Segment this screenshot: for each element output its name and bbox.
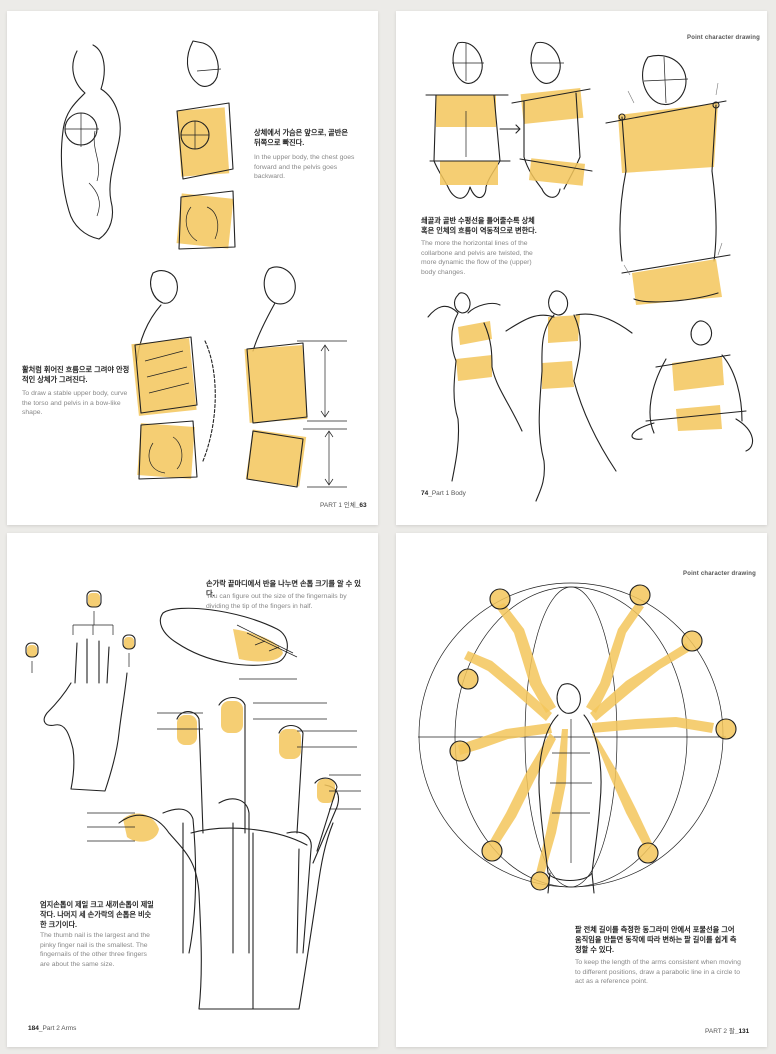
- folio-number: _131: [734, 1028, 750, 1035]
- folio-part: _Part 2 Arms: [38, 1025, 77, 1032]
- caption-ko-chest-pelvis: 상체에서 가슴은 앞으로, 골반은 뒤쪽으로 빠진다.: [254, 128, 348, 147]
- book-page-arm-circle: Point character drawing: [396, 533, 767, 1047]
- caption-en-nail-size: You can figure out the size of the finge…: [206, 593, 347, 610]
- caption-ko-arm-length: 팔 전체 길이를 측정한 동그라미 안에서 포물선을 그어 움직임을 만들면 동…: [575, 925, 737, 954]
- caption-en-twist: The more the horizontal lines of the col…: [421, 240, 533, 276]
- page-number: 184_Part 2 Arms: [28, 1025, 76, 1032]
- page-number: 74_Part 1 Body: [421, 490, 466, 497]
- running-header: Point character drawing: [683, 571, 756, 577]
- caption-en-chest-pelvis: In the upper body, the chest goes forwar…: [254, 154, 355, 180]
- folio-number: 184: [28, 1025, 39, 1032]
- caption-en-arm-length: To keep the length of the arms consisten…: [575, 959, 741, 985]
- arm-circle-illustration: [418, 582, 737, 894]
- folio-part: _Part 1 Body: [428, 490, 466, 497]
- dynamic-body-illustration: [425, 41, 754, 502]
- caption-ko-bow-shape: 활처럼 휘어진 흐름으로 그려야 안정적인 상체가 그려진다.: [22, 365, 130, 384]
- caption-ko-twist: 쇄골과 골반 수평선을 틀어줄수록 상체 혹은 인체의 흐름이 역동적으로 변한…: [421, 216, 537, 235]
- page-number: PART 2 팔_131: [705, 1025, 749, 1035]
- folio-number: 74: [421, 490, 429, 497]
- caption-en-thumb-pinky: The thumb nail is the largest and the pi…: [40, 932, 150, 968]
- torso-sketch-illustration: [60, 40, 347, 488]
- caption-ko-nail-size: 손가락 끝마디에서 반을 나누면 손톱 크기를 알 수 있다.: [206, 579, 361, 598]
- book-page-collarbone-pelvis: Point character drawing: [396, 11, 767, 525]
- running-header: Point character drawing: [687, 35, 760, 41]
- folio-part: PART 1 인체: [320, 502, 356, 509]
- page-number: PART 1 인체_63: [320, 499, 367, 509]
- caption-en-bow-shape: To draw a stable upper body, curve the t…: [22, 390, 128, 416]
- book-page-fingernails: 손가락 끝마디에서 반을 나누면 손톱 크기를 알 수 있다. You can …: [7, 533, 378, 1047]
- folio-part: PART 2 팔: [705, 1028, 735, 1035]
- caption-ko-thumb-pinky: 엄지손톱이 제일 크고 새끼손톱이 제일 작다. 나머지 세 손가락의 손톱은 …: [40, 900, 154, 929]
- book-page-torso-flow: 상체에서 가슴은 앞으로, 골반은 뒤쪽으로 빠진다. In the upper…: [7, 11, 378, 525]
- hand-fingernail-illustration: [25, 590, 361, 1010]
- folio-number: _63: [355, 502, 367, 509]
